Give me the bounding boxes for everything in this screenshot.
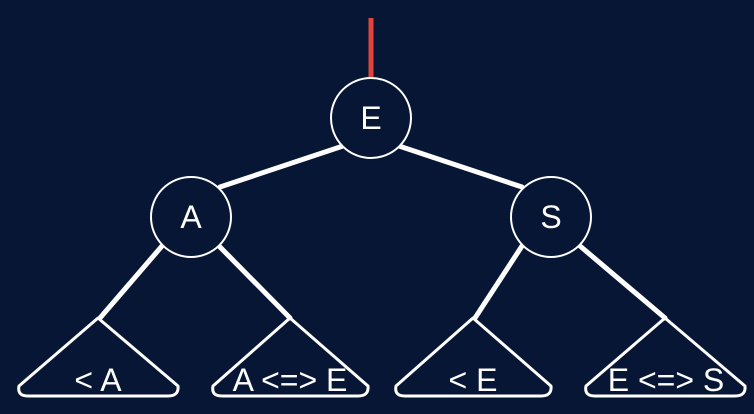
subtree-triangle-left-left [17, 316, 180, 398]
edge-root-to-right [396, 143, 525, 190]
subtree-triangle-left-right [211, 316, 370, 398]
edge-right-to-right-subtree [577, 243, 668, 321]
subtree-label-right-left: < E [449, 362, 498, 398]
node-label-root: E [360, 100, 381, 136]
subtree-label-right-right: E <=> S [608, 362, 725, 398]
edge-root-to-left [217, 143, 346, 190]
edge-right-to-left-subtree [472, 243, 525, 321]
node-circle-root [330, 77, 412, 159]
node-label-right: S [540, 199, 561, 235]
edge-left-to-left-subtree [97, 243, 165, 321]
node-circle-left [150, 176, 232, 258]
tree-node-right: S [510, 176, 592, 258]
subtree-triangle-right-left [394, 316, 553, 398]
edge-left-to-right-subtree [216, 243, 293, 321]
tree-node-root: E [330, 77, 412, 159]
tree-node-left: A [150, 176, 232, 258]
node-circle-right [510, 176, 592, 258]
node-label-left: A [180, 199, 202, 235]
subtree-label-left-left: < A [74, 362, 122, 398]
subtree-label-left-right: A <=> E [233, 362, 348, 398]
subtree-triangle-right-right [584, 316, 747, 398]
